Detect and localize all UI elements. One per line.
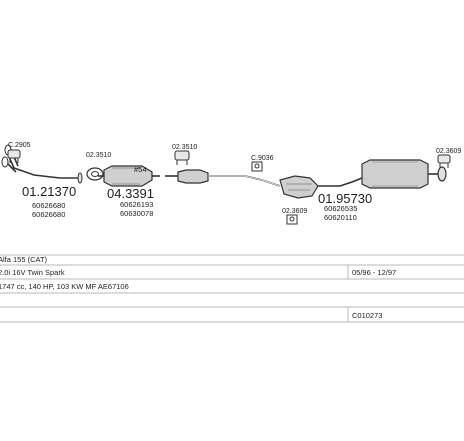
kit-code: C010273: [352, 311, 382, 320]
info-table: [0, 254, 464, 323]
clamp-3-drawing: [286, 214, 298, 225]
catalyst-drawing: [98, 165, 160, 187]
engine-variant: 2.0i 16V Twin Spark: [0, 268, 65, 277]
tail-clamp-drawing: [437, 154, 451, 168]
front-pipe-oe-1: 60626680: [32, 201, 65, 210]
clamp-3-label: 02.3609: [282, 208, 307, 215]
front-pipe-oe-2: 60626680: [32, 210, 65, 219]
catalyst-number: 04.3391: [107, 186, 154, 201]
clamp-1-label: C.2905: [8, 142, 31, 149]
rear-section-oe-2: 60620110: [324, 213, 357, 222]
tail-clamp-label: 02.3609: [436, 148, 461, 155]
production-period: 05/96 - 12/97: [352, 268, 396, 277]
catalyst-oe-1: 60626193: [120, 200, 153, 209]
rear-section-oe-1: 60626535: [324, 204, 357, 213]
clamp-2-drawing: [174, 150, 190, 165]
front-pipe-number: 01.21370: [22, 184, 76, 199]
clamp-2-label: 02.3510: [172, 144, 197, 151]
middle-pipe-drawing: [165, 169, 281, 187]
gasket-1-drawing: [86, 167, 104, 181]
vehicle-model: Alfa 155 (CAT): [0, 255, 48, 264]
rear-section-drawing: [279, 159, 447, 199]
catalyst-oe-2: 60630078: [120, 209, 153, 218]
rubber-mount-label: C.9036: [251, 155, 274, 162]
rubber-mount-drawing: [251, 161, 263, 172]
engine-specs: 1747 cc, 140 HP, 103 KW MF AE67106: [0, 282, 129, 291]
catalyst-note: #54: [134, 165, 147, 174]
gasket-1-label: 02.3510: [86, 152, 111, 159]
rear-section-number: 01.95730: [318, 191, 372, 206]
clamp-1-drawing: [7, 149, 21, 163]
